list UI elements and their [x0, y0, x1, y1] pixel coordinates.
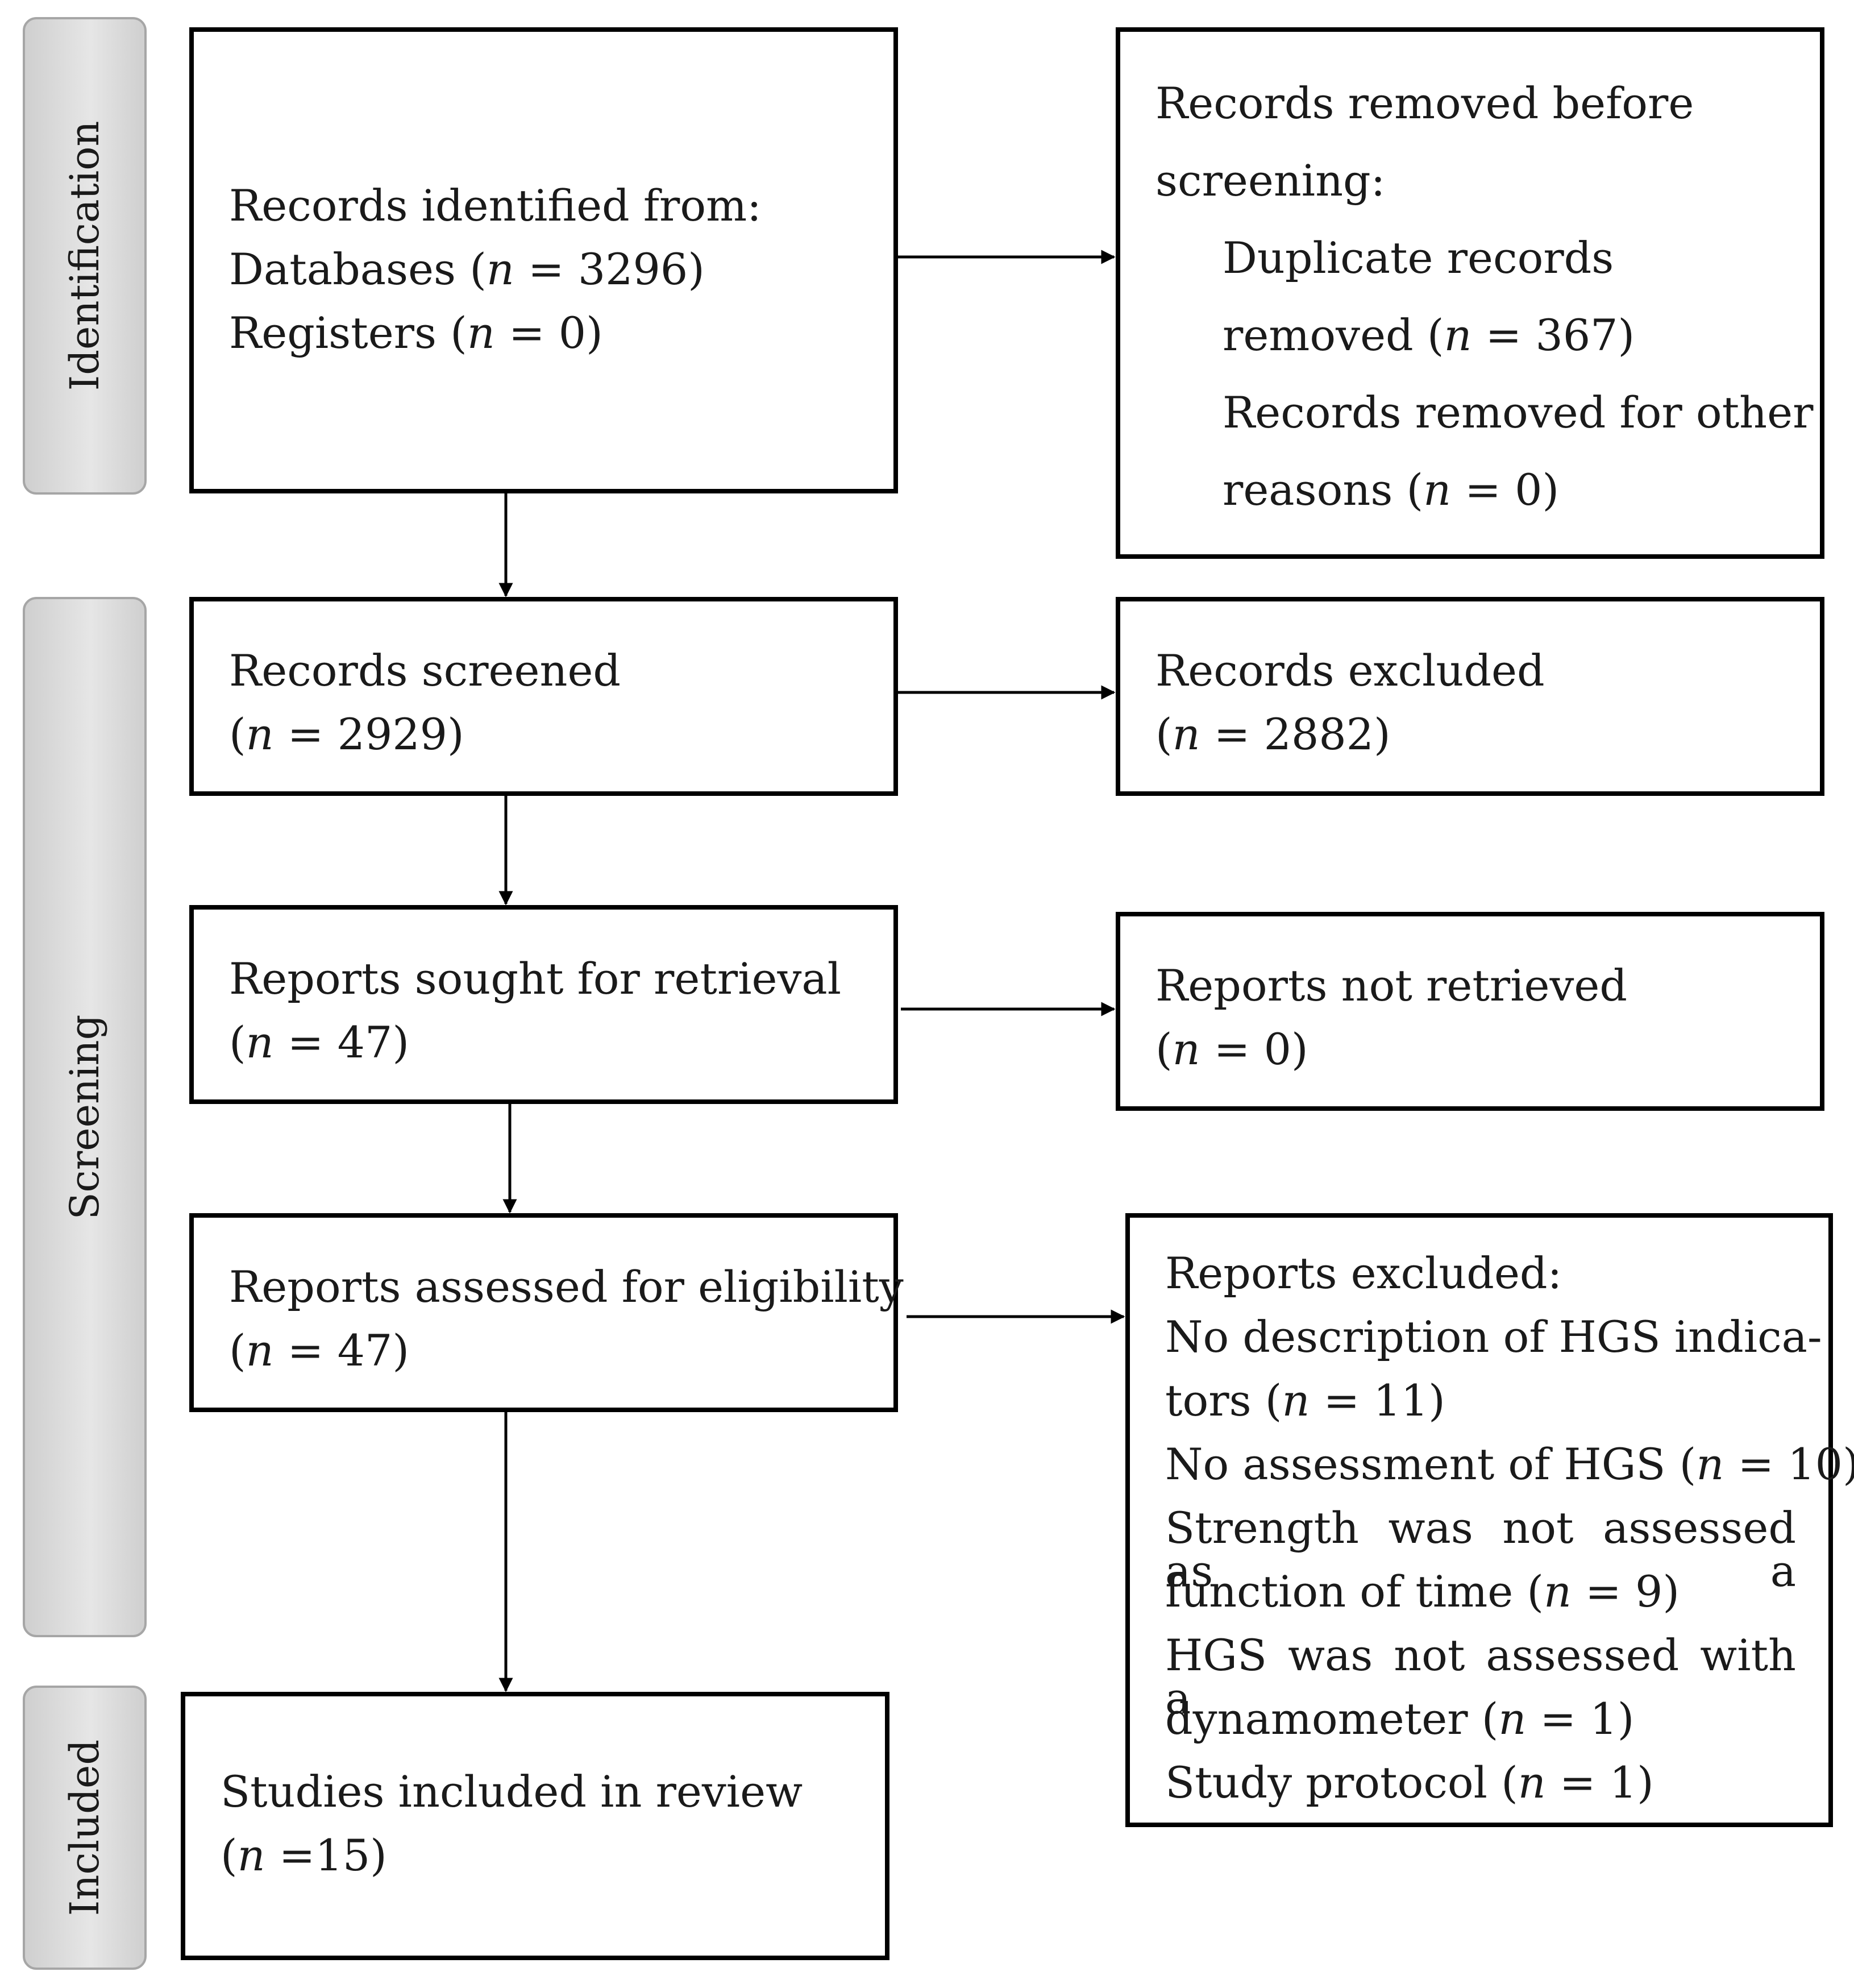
records-removed-box: Records removed before screening: Duplic… — [1116, 27, 1824, 559]
phase-screening: Screening — [23, 597, 147, 1637]
records-screened-count: (n = 2929) — [229, 709, 464, 759]
reports-sought-title: Reports sought for retrieval — [229, 953, 842, 1004]
reports-excluded-box: Reports excluded: No description of HGS … — [1125, 1213, 1854, 1827]
reason-strength-time-2: function of time (n = 9) — [1165, 1566, 1680, 1617]
reports-sought-box: Reports sought for retrieval (n = 47) — [189, 905, 898, 1104]
registers-count: Registers (n = 0) — [229, 308, 603, 358]
phase-identification: Identification — [23, 17, 147, 495]
records-screened-box: Records screened (n = 2929) — [189, 597, 898, 796]
records-identified-box: Records identified from: Databases (n = … — [189, 27, 898, 493]
databases-count: Databases (n = 3296) — [229, 244, 705, 294]
studies-included-count: (n =15) — [221, 1830, 387, 1881]
reason-study-protocol: Study protocol (n = 1) — [1165, 1757, 1654, 1808]
records-screened-title: Records screened — [229, 645, 621, 696]
reports-assessed-title: Reports assessed for eligibility — [229, 1261, 904, 1312]
reason-strength-time-1: Strength was not assessed as a — [1165, 1503, 1796, 1596]
reports-not-retrieved-title: Reports not retrieved — [1155, 960, 1628, 1011]
reports-not-retrieved-count: (n = 0) — [1155, 1024, 1308, 1074]
records-removed-title-1: Records removed before — [1155, 78, 1694, 128]
reports-not-retrieved-box: Reports not retrieved (n = 0) — [1116, 912, 1824, 1111]
other-reasons-line-2: reasons (n = 0) — [1223, 464, 1560, 515]
studies-included-title: Studies included in review — [221, 1766, 803, 1817]
reports-excluded-title: Reports excluded: — [1165, 1248, 1562, 1298]
reason-no-assessment: No assessment of HGS (n = 10) — [1165, 1439, 1854, 1489]
records-excluded-count: (n = 2882) — [1155, 709, 1391, 759]
reports-assessed-count: (n = 47) — [229, 1325, 409, 1376]
reason-hgs-indicators-2: tors (n = 11) — [1165, 1375, 1445, 1426]
duplicate-records-line-2: removed (n = 367) — [1223, 310, 1635, 360]
reports-sought-count: (n = 47) — [229, 1017, 409, 1068]
records-excluded-title: Records excluded — [1155, 645, 1545, 696]
reason-dynamometer-1: HGS was not assessed with a — [1165, 1630, 1796, 1724]
reason-dynamometer-2: dynamometer (n = 1) — [1165, 1694, 1635, 1744]
records-removed-title-2: screening: — [1155, 155, 1386, 206]
records-identified-title: Records identified from: — [229, 180, 762, 231]
other-reasons-line-1: Records removed for other — [1223, 387, 1814, 438]
duplicate-records-line-1: Duplicate records — [1223, 233, 1614, 283]
records-excluded-box: Records excluded (n = 2882) — [1116, 597, 1824, 796]
reports-assessed-box: Reports assessed for eligibility (n = 47… — [189, 1213, 904, 1412]
reason-hgs-indicators-1: No description of HGS indica- — [1165, 1312, 1822, 1362]
studies-included-box: Studies included in review (n =15) — [181, 1692, 889, 1960]
phase-included: Included — [23, 1686, 147, 1970]
